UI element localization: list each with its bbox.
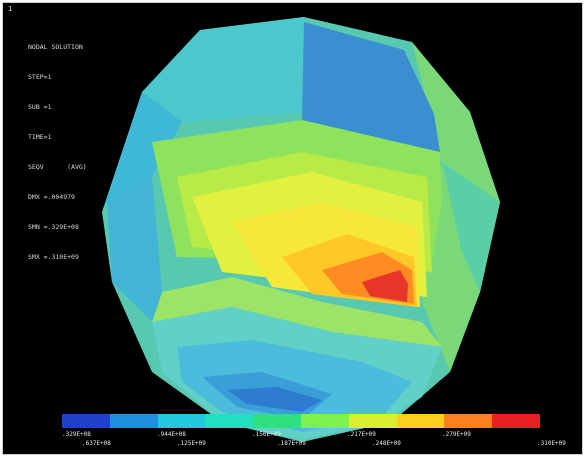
solution-title: NODAL SOLUTION — [28, 43, 83, 51]
legend-swatch-7 — [396, 414, 445, 428]
legend-label: .944E+08 — [157, 431, 186, 438]
legend-swatch-2 — [157, 414, 206, 428]
legend-label: .125E+09 — [177, 440, 206, 447]
smx-value: SMX =.310E+09 — [28, 253, 79, 261]
dmx-value: DMX =.004979 — [28, 193, 75, 201]
legend-label: .217E+09 — [347, 431, 376, 438]
contour-band — [102, 92, 182, 212]
contour-color-legend — [62, 414, 540, 428]
contour-band — [442, 162, 500, 292]
contour-band — [152, 277, 442, 347]
legend-swatch-6 — [348, 414, 397, 428]
substep-value: SUB =1 — [28, 103, 52, 111]
legend-label: .329E+08 — [62, 431, 91, 438]
legend-swatch-1 — [109, 414, 158, 428]
contour-band — [107, 177, 162, 322]
contour-band — [142, 17, 312, 142]
legend-swatch-5 — [300, 414, 349, 428]
legend-label: .156E+09 — [252, 431, 281, 438]
time-value: TIME=1 — [28, 133, 52, 141]
legend-label: .248E+09 — [372, 440, 401, 447]
solution-info-panel: NODAL SOLUTION STEP=1 SUB =1 TIME=1 SEQV… — [28, 22, 87, 282]
legend-label: .310E+09 — [537, 440, 566, 447]
legend-label: .637E+08 — [82, 440, 111, 447]
legend-swatch-4 — [253, 414, 301, 428]
legend-swatch-8 — [444, 414, 493, 428]
smn-value: SMN =.329E+08 — [28, 223, 79, 231]
window-number: 1 — [8, 5, 13, 13]
step-value: STEP=1 — [28, 73, 52, 81]
legend-swatch-3 — [205, 414, 254, 428]
contour-band — [227, 387, 322, 412]
legend-swatch-0 — [62, 414, 110, 428]
legend-swatch-9 — [492, 414, 540, 428]
legend-label: .279E+09 — [442, 431, 471, 438]
contour-band — [362, 270, 408, 302]
result-type: SEQV (AVG) — [28, 163, 87, 171]
legend-label: .187E+09 — [277, 440, 306, 447]
contour-band — [302, 22, 440, 152]
